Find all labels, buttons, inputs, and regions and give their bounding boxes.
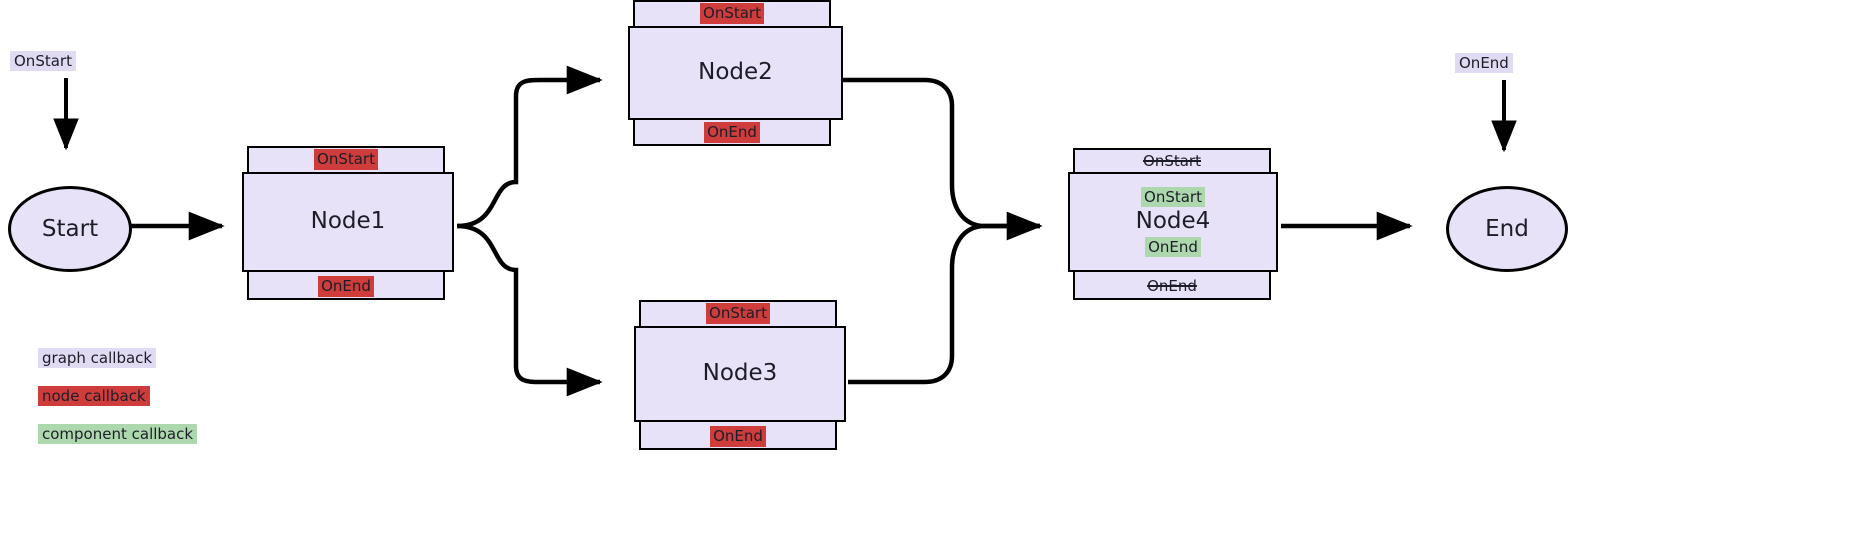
node3-title: Node3 [702,360,778,387]
graph-callback-label-onstart: OnStart [10,51,76,71]
node3-back-top-callback: OnStart [706,303,770,324]
legend-row-component: component callback [38,424,198,444]
node4-back-bottom-callback: OnEnd [1147,277,1197,296]
node1-back-bottom-slot: OnEnd [249,276,443,297]
node3-back-bottom-callback: OnEnd [710,426,766,447]
legend-row-node: node callback [38,386,197,406]
node2-back-top-callback: OnStart [700,3,764,24]
node2-back-bottom-callback: OnEnd [704,122,760,143]
legend-label-component-callback: component callback [38,424,198,444]
node3-back-bottom-slot: OnEnd [641,426,835,447]
node2-back-bottom-slot: OnEnd [635,122,829,143]
node2-title: Node2 [698,59,773,86]
node4-front-bottom-callback: OnEnd [1145,236,1201,258]
node4-back-top-callback: OnStart [1143,152,1201,171]
node-group-node3[interactable]: OnStart OnEnd Node3 [634,300,852,454]
node-group-node2[interactable]: OnStart OnEnd Node2 [628,0,846,152]
node4-front-top-callback: OnStart [1141,186,1205,208]
node4-back-bottom-slot: OnEnd [1075,277,1269,296]
node-group-node4[interactable]: OnStart OnEnd OnStart Node4 OnEnd [1068,148,1286,304]
legend-row-graph: graph callback [38,348,197,368]
terminal-end-label: End [1485,216,1529,242]
node1-back-top-slot: OnStart [249,149,443,170]
node4-title: Node4 [1135,208,1211,235]
terminal-start-label: Start [41,216,99,242]
node1-back-top-callback: OnStart [314,149,378,170]
node3-front-layer[interactable]: Node3 [634,326,846,422]
node1-back-bottom-callback: OnEnd [318,276,374,297]
edge-node1-to-node3 [456,223,603,397]
node2-back-top-slot: OnStart [635,3,829,24]
node4-back-top-slot: OnStart [1075,152,1269,171]
legend-label-node-callback: node callback [38,386,150,406]
terminal-start[interactable]: Start [8,186,132,272]
node-group-node1[interactable]: OnStart OnEnd Node1 [242,146,460,306]
node4-front-layer[interactable]: OnStart Node4 OnEnd [1068,172,1278,272]
edge-node1-to-node2 [456,65,603,229]
edge-node3-to-node4 [848,223,1040,385]
edge-node2-to-node4 [843,77,1043,241]
terminal-end[interactable]: End [1446,186,1568,272]
legend-label-graph-callback: graph callback [38,348,157,368]
node2-front-layer[interactable]: Node2 [628,26,843,120]
legend: graph callback node callback component c… [38,348,198,462]
node1-front-layer[interactable]: Node1 [242,172,454,272]
node3-back-top-slot: OnStart [641,303,835,324]
node1-title: Node1 [310,208,386,235]
graph-callback-label-onend: OnEnd [1455,53,1513,73]
